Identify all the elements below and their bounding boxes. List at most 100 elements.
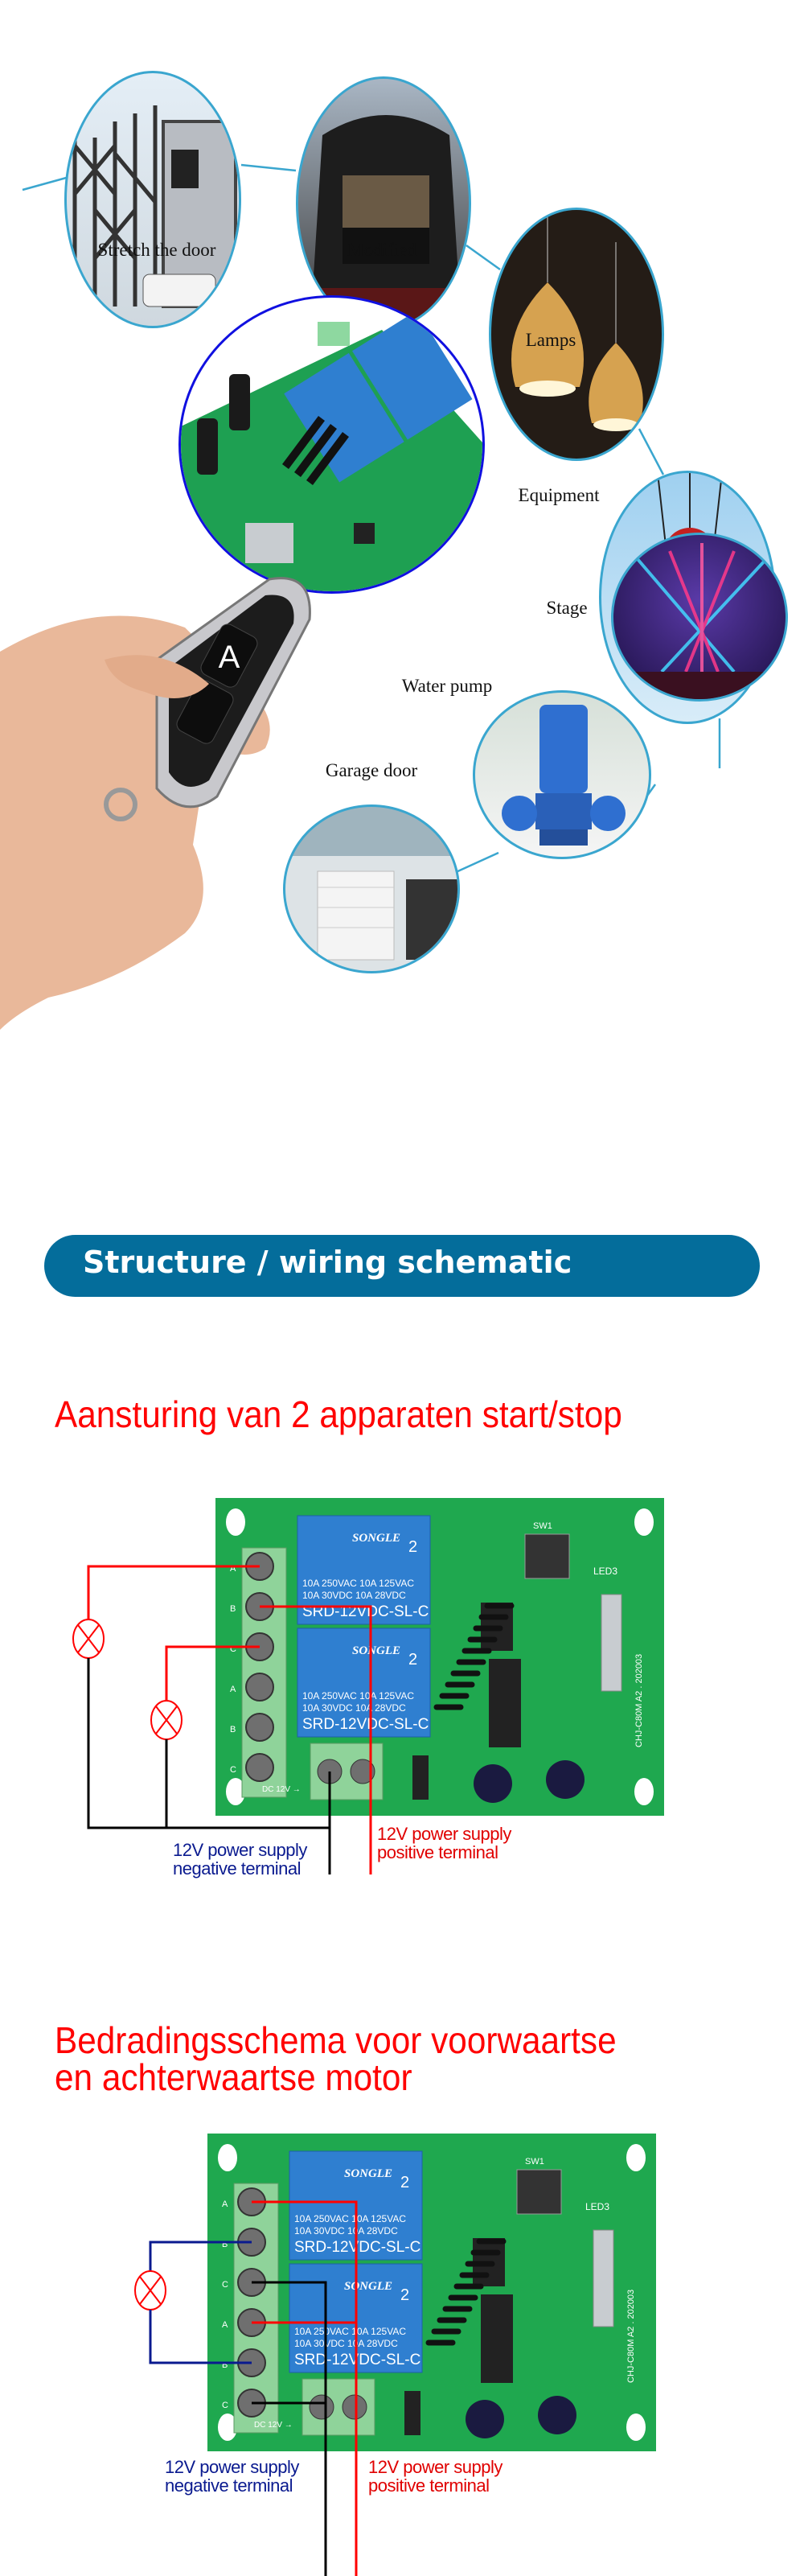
- mounting-hole: [626, 2144, 646, 2171]
- application-label-water-pump: Water pump: [401, 676, 493, 696]
- application-label-stretch-door: Stretch the door: [97, 240, 216, 260]
- remote-button-a[interactable]: A: [219, 640, 240, 675]
- mounting-hole: [634, 1778, 654, 1805]
- remote-control: A: [104, 577, 311, 821]
- terminal-label: B: [222, 2240, 228, 2249]
- led-label: LED3: [593, 1566, 617, 1577]
- relay-coil-count: 2: [400, 2174, 409, 2191]
- negative-label-line1: 12V power supply: [165, 2457, 299, 2477]
- diagram1-negative-label: 12V power supply negative terminal: [173, 1841, 307, 1878]
- board-model: CHJ-C80M A2 . 202003: [634, 1654, 644, 1747]
- terminal-screw: [245, 1753, 274, 1782]
- garage-door-image: [283, 804, 460, 973]
- ic-chip: [489, 1659, 521, 1747]
- relay-brand: SONGLE: [344, 2167, 392, 2180]
- relay-coil-count: 2: [408, 1538, 417, 1556]
- relay-model: SRD-12VDC-SL-C: [294, 2352, 420, 2368]
- remote-button-b[interactable]: [174, 677, 236, 746]
- relay-rating: 10A 30VDC 10A 28VDC: [302, 1702, 406, 1714]
- wire-positive: [252, 2200, 358, 2576]
- push-button: [516, 2169, 562, 2215]
- hand-holding-remote: A: [0, 577, 311, 1030]
- application-label-equipment: Equipment: [518, 485, 600, 505]
- negative-label-line2: negative terminal: [165, 2475, 293, 2496]
- lamp-icon: [511, 210, 643, 431]
- relay-rating: 10A 30VDC 10A 28VDC: [302, 1590, 406, 1601]
- board-model: CHJ-C80M A2 . 202003: [626, 2290, 636, 2383]
- pcb-board: [207, 2134, 656, 2451]
- section-banner: Structure / wiring schematic: [44, 1235, 760, 1297]
- key-ring: [104, 788, 137, 821]
- relay-brand: SONGLE: [344, 2280, 392, 2293]
- relay-rating: 10A 250VAC 10A 125VAC: [302, 1578, 414, 1589]
- diagram2-positive-label: 12V power supply positive terminal: [368, 2458, 503, 2495]
- wire-motor-b: [149, 2310, 252, 2364]
- capacitor: [538, 2396, 576, 2434]
- wire-negative: [252, 2281, 327, 2576]
- mounting-hole: [218, 2144, 237, 2171]
- diagram2-title: Bedradingsschema voor voorwaartse en ach…: [55, 2019, 617, 2098]
- power-screw-positive: [350, 1759, 375, 1784]
- terminal-label: C: [230, 1644, 236, 1654]
- wire-positive-common: [260, 1605, 372, 1874]
- switch-label: SW1: [533, 1521, 552, 1531]
- car-icon: [313, 115, 459, 324]
- crystal-oscillator: [593, 2229, 614, 2327]
- mounting-hole: [626, 2413, 646, 2441]
- relay-rating: 10A 30VDC 10A 28VDC: [294, 2225, 398, 2237]
- relay-brand: SONGLE: [352, 1532, 400, 1545]
- capacitor: [546, 1760, 585, 1799]
- terminal-label: A: [230, 1685, 236, 1694]
- terminal-label: B: [230, 1725, 236, 1734]
- diagram2-title-line2: en achterwaartse motor: [55, 2056, 412, 2098]
- negative-label-line2: negative terminal: [173, 1858, 302, 1879]
- mounting-hole: [226, 1508, 245, 1536]
- stretch-door-image: [64, 71, 241, 328]
- wire-motor-a: [149, 2241, 252, 2271]
- mounting-hole: [634, 1508, 654, 1536]
- mounting-hole: [218, 2413, 237, 2441]
- receiver-board-photo: [181, 310, 482, 591]
- power-screw-positive: [342, 2394, 367, 2420]
- lamp-cross: [77, 1624, 100, 1653]
- terminal-label: C: [222, 2401, 228, 2410]
- stage-image: [611, 533, 788, 702]
- water-pump-icon: [502, 705, 626, 846]
- terminal-label: A: [222, 2199, 228, 2209]
- terminal-label: B: [230, 1604, 236, 1614]
- relay: [297, 1627, 431, 1738]
- diagram1-positive-label: 12V power supply positive terminal: [377, 1825, 511, 1862]
- power-label: DC 12V →: [254, 2421, 293, 2430]
- relay-rating: 10A 250VAC 10A 125VAC: [302, 1690, 414, 1702]
- terminal-label: C: [222, 2280, 228, 2290]
- power-screw-negative: [309, 2394, 334, 2420]
- wire-negative: [87, 1658, 331, 1829]
- ic-chip: [481, 2294, 513, 2383]
- gate-icon: [72, 105, 237, 308]
- relay-coil-count: 2: [400, 2286, 409, 2304]
- diagram2-negative-label: 12V power supply negative terminal: [165, 2458, 299, 2495]
- positive-label-line2: positive terminal: [368, 2475, 490, 2496]
- diagram1-title: Aansturing van 2 apparaten start/stop: [55, 1393, 622, 1435]
- diagram2-title-line1: Bedradingsschema voor voorwaartse: [55, 2019, 617, 2061]
- application-label-lamps: Lamps: [525, 330, 576, 350]
- capacitor: [466, 2400, 504, 2438]
- terminal-label: B: [222, 2360, 228, 2370]
- positive-label-line2: positive terminal: [377, 1842, 498, 1862]
- power-label: DC 12V →: [262, 1785, 301, 1794]
- modified-car-image: [296, 76, 471, 330]
- lamp-cross: [139, 2276, 162, 2305]
- relay-rating: 10A 30VDC 10A 28VDC: [294, 2338, 398, 2349]
- wire-lamp1-live: [87, 1565, 260, 1619]
- relay-rating: 10A 250VAC 10A 125VAC: [294, 2326, 406, 2337]
- terminal-screw: [245, 1673, 274, 1702]
- positive-label-line1: 12V power supply: [377, 1824, 511, 1844]
- diode: [404, 2391, 420, 2435]
- push-button: [524, 1533, 570, 1579]
- mounting-hole: [226, 1778, 245, 1805]
- stage-lights-icon: [613, 543, 786, 699]
- lamp-cross: [155, 1706, 178, 1734]
- switch-label: SW1: [525, 2157, 544, 2167]
